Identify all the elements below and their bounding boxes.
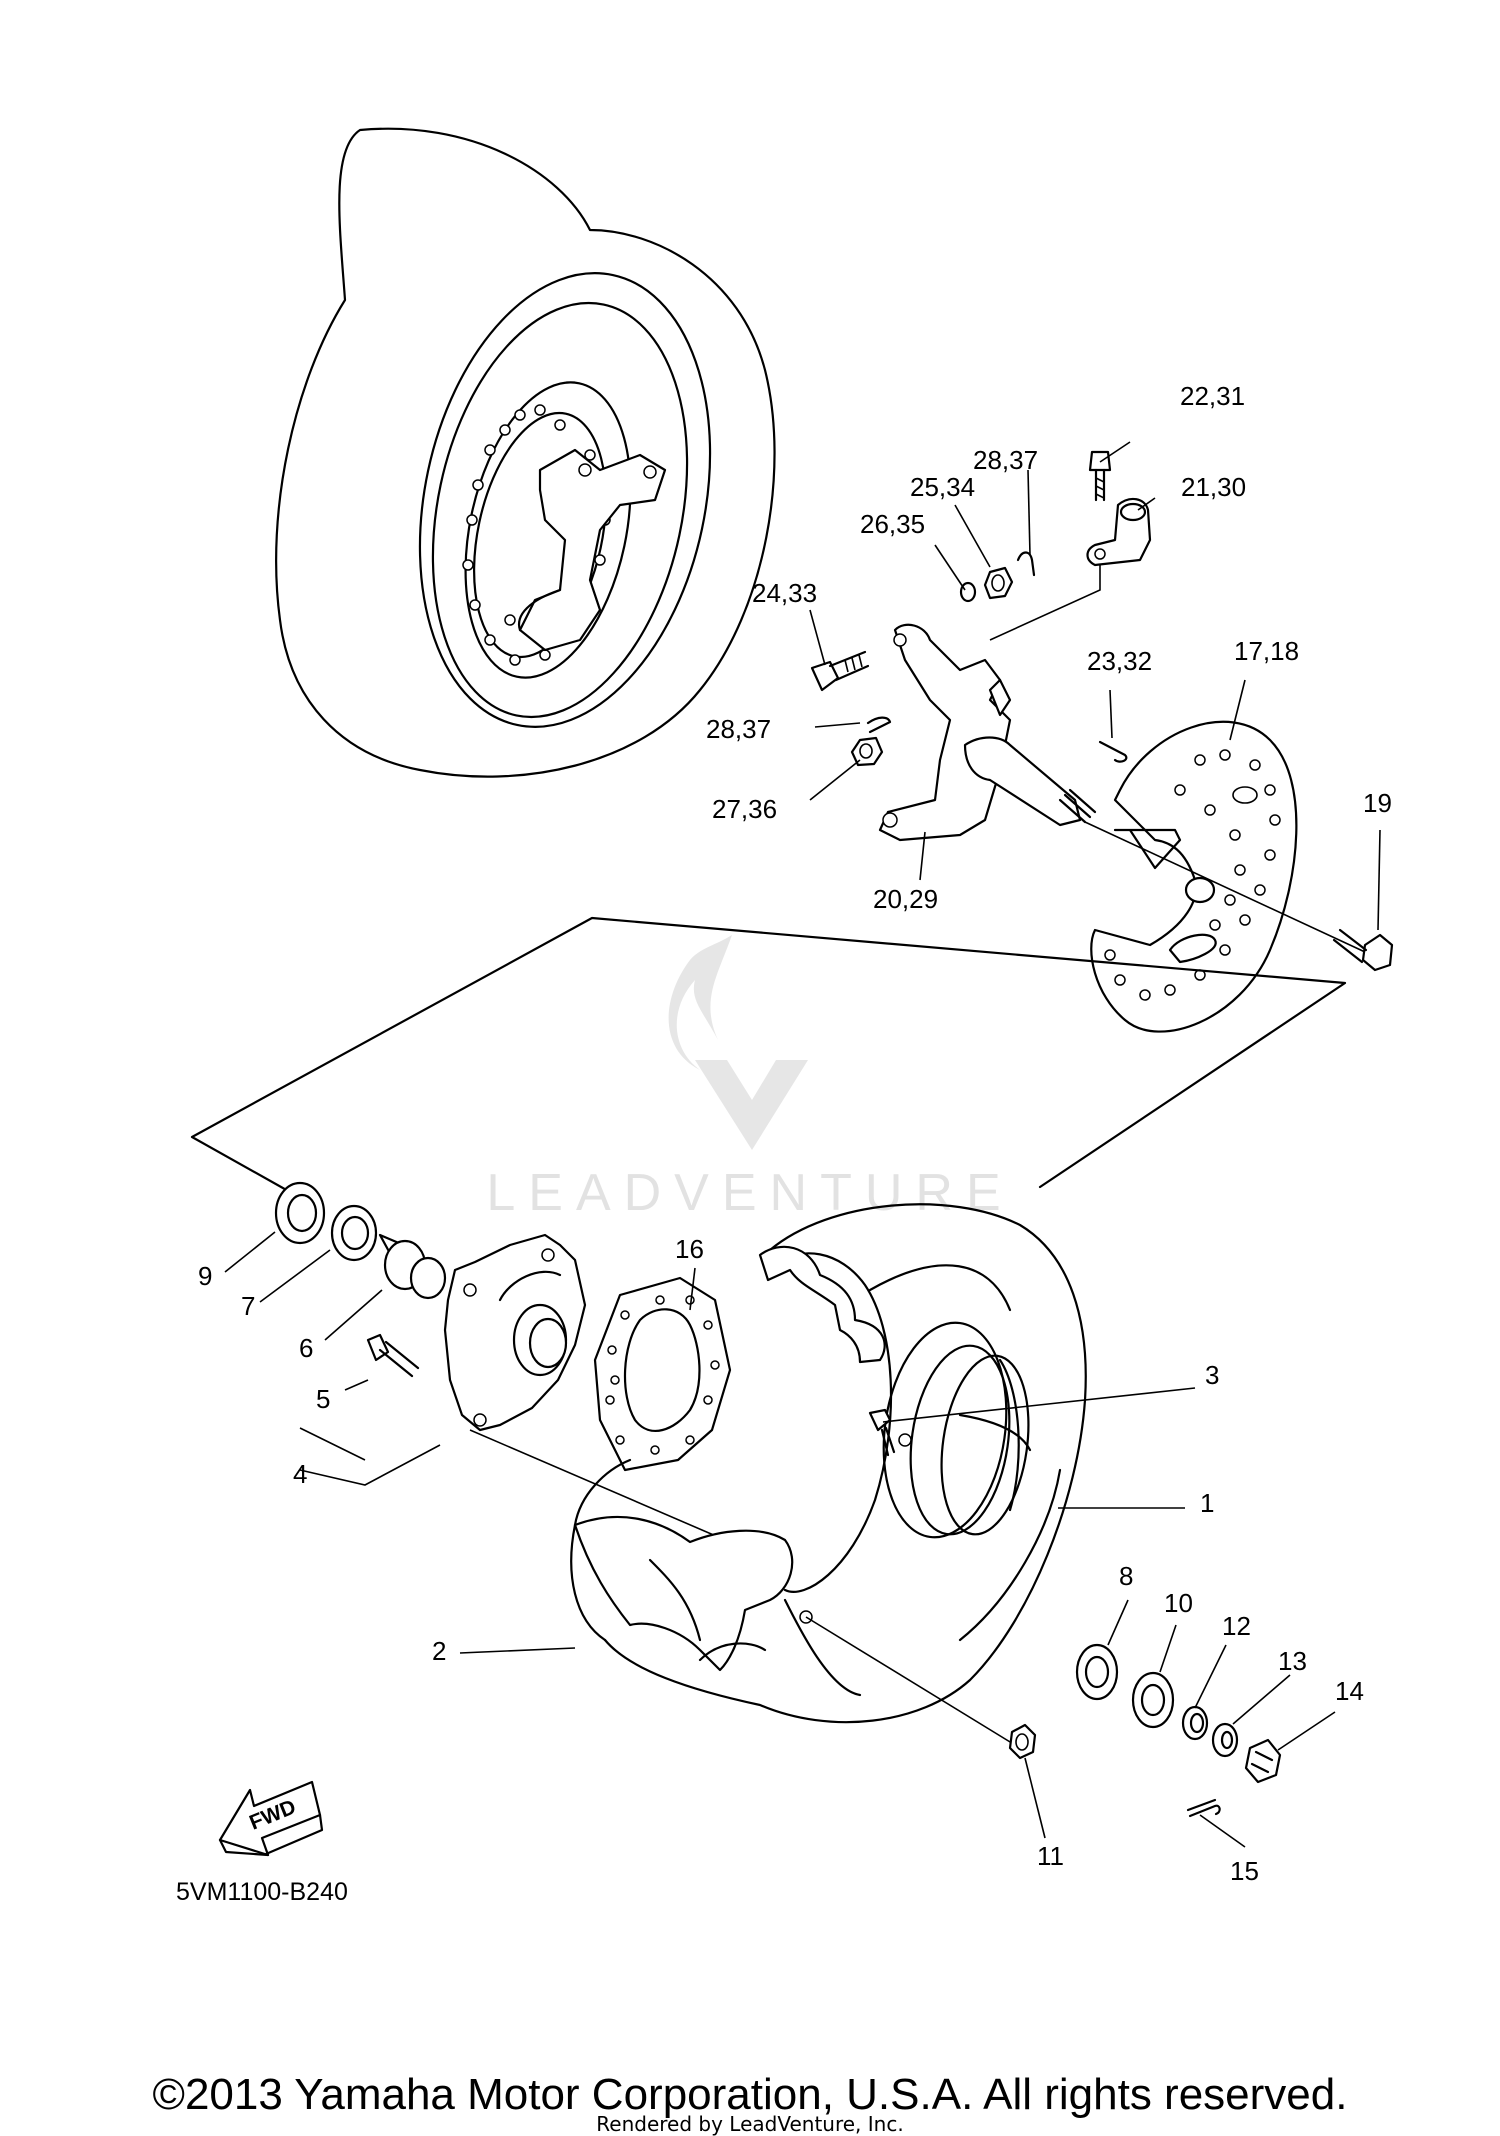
steering-knuckle: [878, 623, 1097, 842]
callout-28-37-lower: 28,37: [706, 714, 771, 744]
callout-4: 4: [293, 1459, 307, 1489]
copyright-notice: ©2013 Yamaha Motor Corporation, U.S.A. A…: [152, 2070, 1348, 2119]
callout-19-text: 19: [1363, 788, 1392, 818]
callout-6: 6: [299, 1333, 313, 1363]
callout-labels: 22,31 21,30 28,37 25,34 26,35 24,33 23,3…: [198, 381, 1392, 1886]
callout-21-30: 21,30: [1181, 472, 1246, 502]
brake-disc: [1090, 720, 1298, 1033]
callout-13: 13: [1278, 1646, 1307, 1676]
callout-2: 2: [432, 1636, 446, 1666]
callout-8: 8: [1119, 1561, 1133, 1591]
wheel-tire-assembly: [570, 1203, 1087, 1724]
callout-7: 7: [241, 1291, 255, 1321]
callout-28-37-upper: 28,37: [973, 445, 1038, 475]
callout-27-36: 27,36: [712, 794, 777, 824]
bolt-22: [1088, 450, 1112, 502]
callout-17-18: 17,18: [1234, 636, 1299, 666]
callout-3: 3: [1205, 1360, 1219, 1390]
callout-22-31: 22,31: [1180, 381, 1245, 411]
callout-11: 11: [1037, 1841, 1064, 1871]
callout-5: 5: [316, 1384, 330, 1414]
callout-26-35: 26,35: [860, 509, 925, 539]
rendered-by-notice: Rendered by LeadVenture, Inc.: [596, 2112, 904, 2136]
diagram-part-number: 5VM1100-B240: [176, 1878, 348, 1906]
callout-23-32: 23,32: [1087, 646, 1152, 676]
callout-20-29: 20,29: [873, 884, 938, 914]
fwd-arrow-icon: FWD: [218, 1780, 324, 1857]
callout-12: 12: [1222, 1611, 1251, 1641]
axle-alignment-line: [805, 1616, 1016, 1746]
callout-24-33: 24,33: [752, 578, 817, 608]
callout-16: 16: [675, 1234, 704, 1264]
leader-lines: [224, 441, 1381, 1848]
callout-10: 10: [1164, 1588, 1193, 1618]
axle-hardware: [1008, 1643, 1282, 1818]
watermark-text: LEADVENTURE: [486, 1164, 1013, 1222]
hub-bearings: [274, 1181, 447, 1300]
bolt-19: [1332, 928, 1394, 972]
callout-9: 9: [198, 1261, 212, 1291]
callout-14: 14: [1335, 1676, 1364, 1706]
callout-25-34: 25,34: [910, 472, 975, 502]
leadventure-watermark: LEADVENTURE: [486, 935, 1013, 1222]
upper-wheel-assembly: [275, 127, 776, 778]
knuckle-brake-group: [810, 450, 1394, 1033]
bolt-24: [810, 650, 870, 692]
callout-15: 15: [1230, 1856, 1259, 1886]
callout-1: 1: [1200, 1488, 1214, 1518]
wheel-hub: [366, 1233, 587, 1432]
assembly-boundary: [190, 916, 1347, 1194]
front-brake-disc: [593, 1276, 732, 1472]
